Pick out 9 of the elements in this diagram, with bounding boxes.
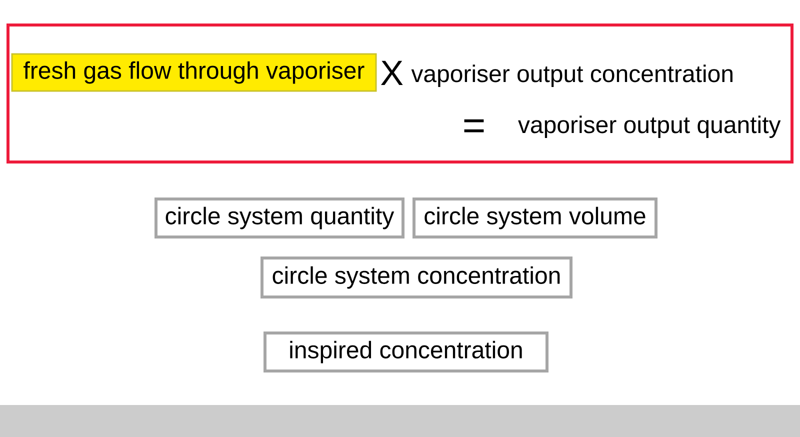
term-box: circle system volume xyxy=(412,198,658,238)
equation-text: vaporiser output quantity xyxy=(518,116,781,138)
equals-sign: = xyxy=(464,119,484,132)
term-box: circle system concentration xyxy=(260,256,572,298)
term-box: inspired concentration xyxy=(264,332,548,372)
term-box: circle system quantity xyxy=(154,198,404,238)
multiply-sign: X xyxy=(381,60,403,85)
highlighted-term: fresh gas flow through vaporiser xyxy=(11,53,377,92)
equation-text: vaporiser output concentration xyxy=(411,64,732,87)
